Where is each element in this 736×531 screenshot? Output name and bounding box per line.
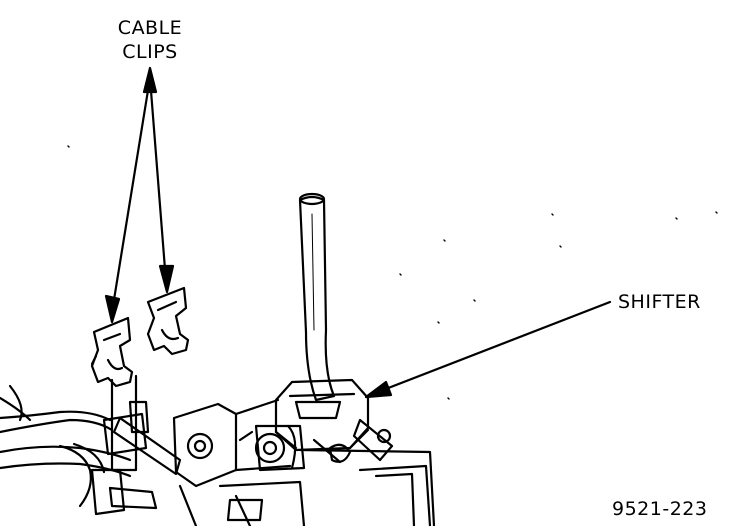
shifter-label: SHIFTER xyxy=(618,291,701,313)
cable-bracket xyxy=(90,374,150,516)
figure-number: 9521-223 xyxy=(612,498,708,520)
cable-clips-label-line2: CLIPS xyxy=(122,41,178,63)
stipple-dots xyxy=(67,145,718,400)
shifter-lever xyxy=(298,192,336,402)
shifter-base xyxy=(274,378,370,452)
left-cable-clip xyxy=(90,316,134,388)
transmission-housing xyxy=(172,398,436,528)
cables xyxy=(0,384,182,510)
cable-clips-arrows xyxy=(104,66,175,324)
right-cable-clip xyxy=(146,286,190,356)
cable-clips-label: CABLE CLIPS xyxy=(112,16,188,64)
shifter-arrow xyxy=(364,300,612,399)
cable-clips-label-line1: CABLE xyxy=(117,17,183,39)
